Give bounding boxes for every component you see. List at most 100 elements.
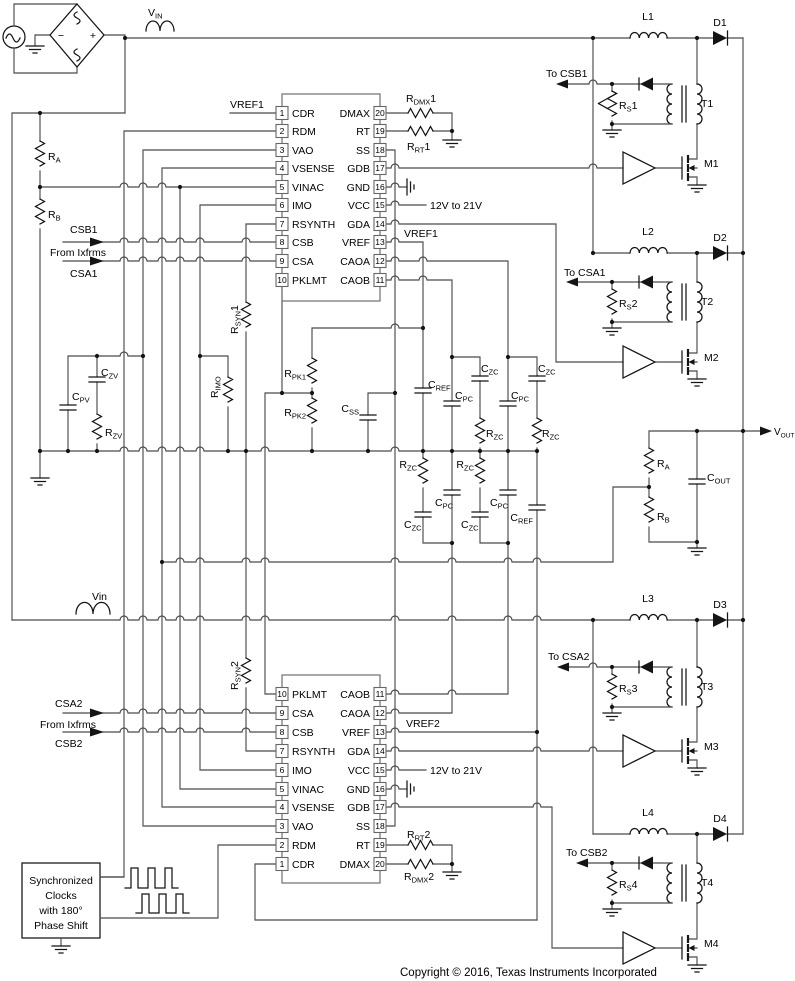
pin-number: 8 <box>280 727 285 737</box>
pin-name-rdm: RDM <box>292 126 316 138</box>
pin-name-dmax: DMAX <box>340 108 370 120</box>
clock-line4: Phase Shift <box>34 920 88 932</box>
pin-number: 15 <box>375 765 385 775</box>
pin-number: 17 <box>375 802 385 812</box>
pin-box <box>275 142 289 158</box>
pin-number: 10 <box>277 689 287 699</box>
rrt1-label: RRT1 <box>407 141 430 155</box>
pin-box <box>373 105 387 121</box>
junction-dot <box>449 861 455 867</box>
junction-dot <box>177 184 183 190</box>
pin-number: 13 <box>375 237 385 247</box>
channel-4: L4 D4 T4 M4 RS4 To CSB2 <box>566 807 744 973</box>
pin-box <box>275 197 289 213</box>
m2-label: M2 <box>704 352 719 364</box>
rimo-network: RIMO <box>199 355 234 452</box>
pin-number: 7 <box>280 219 285 229</box>
pin-box <box>275 234 289 250</box>
junction-dot <box>225 448 231 454</box>
pin-box <box>275 253 289 269</box>
rt-dmax-1: RDMX1 RRT1 <box>385 93 462 155</box>
rzc-l2-label: RZC <box>456 459 474 473</box>
l3-label: L3 <box>642 593 654 605</box>
pin-number: 7 <box>280 746 285 756</box>
junction-dot <box>449 354 455 360</box>
pin-number: 11 <box>376 275 385 285</box>
junction-dot <box>609 81 615 87</box>
junction-dot <box>140 353 146 359</box>
pin-number: 19 <box>375 126 385 136</box>
pin-box <box>373 818 387 834</box>
junction-dot <box>477 448 483 454</box>
junction-dot <box>609 900 615 906</box>
pin-box <box>373 686 387 702</box>
junction-dot <box>740 428 746 434</box>
pin-number: 16 <box>375 182 385 192</box>
junction-dot <box>694 428 700 434</box>
pin-number: 10 <box>277 275 287 285</box>
junction-dot <box>449 540 455 546</box>
junction-dot <box>590 35 596 41</box>
to-csb1-label: To CSB1 <box>546 68 588 80</box>
junction-dot <box>309 448 315 454</box>
pin-number: 13 <box>375 727 385 737</box>
t2-label: T2 <box>701 296 713 308</box>
pin-name-vsense: VSENSE <box>292 163 335 175</box>
lower-comp-networks: RZC RZC CPC CPC CZC CZC <box>385 450 517 714</box>
pin-number: 11 <box>376 689 385 699</box>
pin-number: 18 <box>375 821 385 831</box>
ac-source <box>2 25 26 49</box>
pin-name-cdr: CDR <box>292 108 315 120</box>
vao-compensation: CPV CZV RZV <box>59 351 144 452</box>
junction-dot <box>279 390 285 396</box>
svg-text:Vin: Vin <box>92 591 107 603</box>
vref1-net-label: VREF1 <box>230 99 264 111</box>
rsyn1-label: RSYN1 <box>229 305 243 334</box>
vcc2-range-label: 12V to 21V <box>430 765 482 777</box>
pin-number: 18 <box>375 145 385 155</box>
pin-name-caob: CAOB <box>340 275 370 287</box>
cpv-label: CPV <box>72 391 90 405</box>
upper-comp-networks: CZC CZC CPC CPC RZC RZC <box>385 256 560 452</box>
junction-dot <box>37 110 43 116</box>
junction-dots <box>37 35 746 906</box>
junction-dot <box>646 484 652 490</box>
pin-name-vsense: VSENSE <box>292 802 335 814</box>
rb-label: RB <box>48 209 61 223</box>
rzc-u1-label: RZC <box>486 428 504 442</box>
pin-name-vref: VREF <box>342 237 370 249</box>
pin-box <box>373 762 387 778</box>
pin-box <box>275 705 289 721</box>
pin-box <box>373 216 387 232</box>
pin-box <box>275 799 289 815</box>
cref2-label: CREF <box>510 512 533 526</box>
pin-name-gnd: GND <box>347 784 371 796</box>
m3-label: M3 <box>704 741 719 753</box>
feedback-line <box>161 486 650 563</box>
pin-box <box>275 724 289 740</box>
cref2-network: CREF VREF2 <box>385 450 546 921</box>
cpc-u2-label: CPC <box>511 390 530 404</box>
cpc-u1-label: CPC <box>455 390 474 404</box>
t4-label: T4 <box>701 877 713 889</box>
pin-box <box>373 705 387 721</box>
czc-u1-label: CZC <box>481 363 499 377</box>
pin-number: 2 <box>280 840 285 850</box>
pin-box <box>275 105 289 121</box>
pin-box <box>275 179 289 195</box>
rt-dmax-2: RRT2 RDMX2 <box>385 829 462 885</box>
pin-box <box>275 272 289 288</box>
pin-box <box>275 781 289 797</box>
copyright-text: Copyright © 2016, Texas Instruments Inco… <box>400 967 657 979</box>
pin-name-rdm: RDM <box>292 840 316 852</box>
rzc-l1-label: RZC <box>399 459 417 473</box>
l2-label: L2 <box>642 226 654 238</box>
l1-label: L1 <box>642 11 654 23</box>
clock-line3: with 180° <box>38 905 82 917</box>
czv-label: CZV <box>101 367 118 381</box>
analog-gnd-rail <box>39 446 538 452</box>
csa1-label: CSA1 <box>70 268 98 280</box>
pin-box <box>373 724 387 740</box>
power-rails <box>11 37 744 835</box>
